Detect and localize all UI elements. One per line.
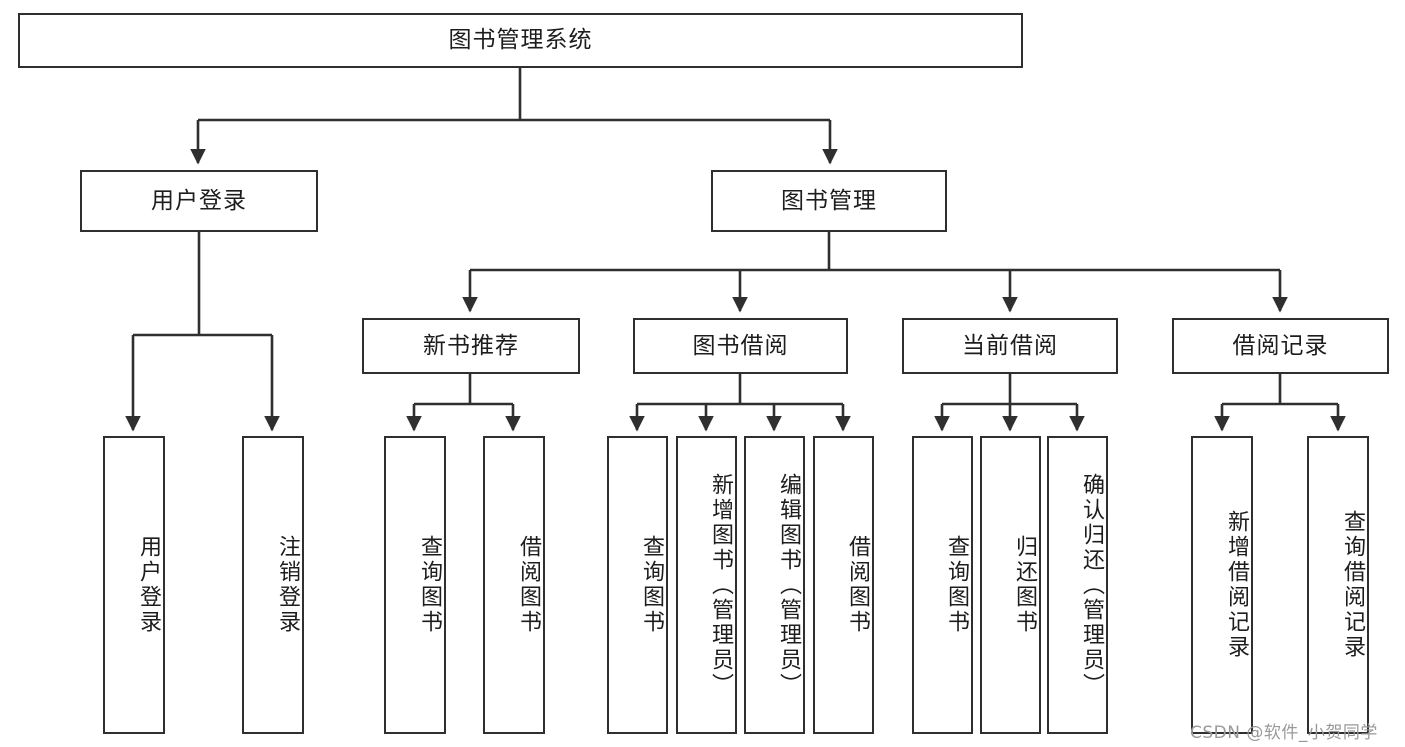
node-label: 归还图书: [1012, 535, 1037, 635]
leaf-user-login-1[interactable]: 注销登录: [242, 436, 304, 734]
node-label: 查询图书: [639, 535, 664, 635]
leaf-book-borrow-1[interactable]: 新增图书（管理员）: [676, 436, 737, 734]
node-label: 当前借阅: [962, 332, 1058, 359]
node-label: 用户登录: [136, 535, 161, 635]
node-label: 新增图书（管理员）: [708, 472, 733, 698]
node-borrow-record[interactable]: 借阅记录: [1172, 318, 1389, 374]
node-label: 确认归还（管理员）: [1079, 472, 1104, 698]
leaf-borrow-record-0[interactable]: 新增借阅记录: [1191, 436, 1253, 734]
node-label: 图书借阅: [692, 332, 789, 359]
node-label: 查询借阅记录: [1340, 510, 1365, 660]
node-label: 图书管理系统: [448, 27, 593, 54]
node-label: 查询图书: [944, 535, 969, 635]
node-label: 查询图书: [417, 535, 442, 635]
leaf-new-book-recommend-1[interactable]: 借阅图书: [483, 436, 545, 734]
node-current-borrow[interactable]: 当前借阅: [902, 318, 1118, 374]
leaf-new-book-recommend-0[interactable]: 查询图书: [384, 436, 446, 734]
leaf-book-borrow-0[interactable]: 查询图书: [607, 436, 668, 734]
leaf-current-borrow-0[interactable]: 查询图书: [912, 436, 973, 734]
node-label: 注销登录: [275, 535, 300, 635]
node-book-borrow[interactable]: 图书借阅: [633, 318, 848, 374]
node-new-book-recommend[interactable]: 新书推荐: [362, 318, 580, 374]
leaf-user-login-0[interactable]: 用户登录: [103, 436, 165, 734]
leaf-book-borrow-3[interactable]: 借阅图书: [813, 436, 874, 734]
node-label: 借阅记录: [1232, 332, 1329, 359]
node-book-management[interactable]: 图书管理: [711, 170, 947, 232]
node-root-book-management-system[interactable]: 图书管理系统: [18, 13, 1023, 68]
node-label: 新增借阅记录: [1224, 510, 1249, 660]
leaf-book-borrow-2[interactable]: 编辑图书（管理员）: [744, 436, 805, 734]
leaf-current-borrow-2[interactable]: 确认归还（管理员）: [1047, 436, 1108, 734]
node-user-login[interactable]: 用户登录: [80, 170, 318, 232]
node-label: 借阅图书: [516, 535, 541, 635]
leaf-borrow-record-1[interactable]: 查询借阅记录: [1307, 436, 1369, 734]
node-label: 图书管理: [781, 187, 877, 214]
node-label: 用户登录: [151, 187, 247, 214]
node-label: 新书推荐: [423, 332, 519, 359]
leaf-current-borrow-1[interactable]: 归还图书: [980, 436, 1041, 734]
node-label: 编辑图书（管理员）: [776, 472, 801, 698]
csdn-watermark: CSDN @软件_小贺同学: [1190, 723, 1378, 743]
node-label: 借阅图书: [845, 535, 870, 635]
